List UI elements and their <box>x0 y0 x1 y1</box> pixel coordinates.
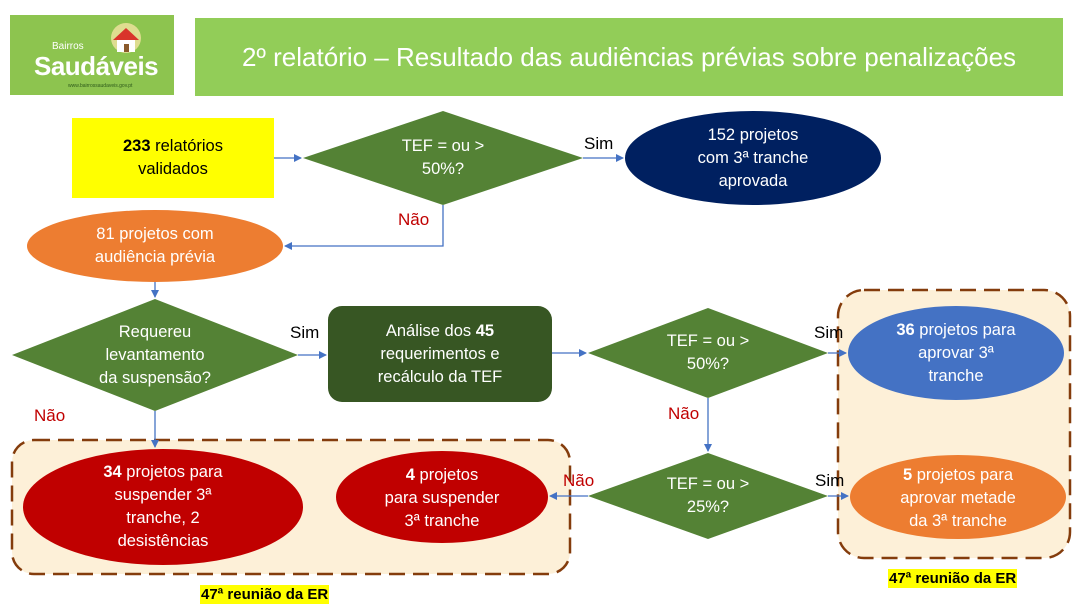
logo-url-text: www.bairrossaudaveis.gov.pt <box>68 83 133 89</box>
decision-request-diamond <box>12 299 298 411</box>
approved-152-ellipse <box>625 111 881 205</box>
suspend-34-line2: suspender 3ª <box>114 486 212 504</box>
edge-label-sim-top: Sim <box>584 134 614 153</box>
suspend-34-line1: projetos para <box>121 463 223 481</box>
edge-label-nao-bottom: Não <box>563 471 595 490</box>
decision-request-line1: Requereu <box>118 322 192 341</box>
validated-text: relatórios <box>150 137 223 155</box>
meeting-label-left: 47ª reunião da ER <box>200 585 330 604</box>
decision-2-line2: 50%? <box>686 355 730 373</box>
edge-label-sim-right: Sim <box>814 323 844 342</box>
approve-36-line2: aprovar 3ª <box>918 343 994 362</box>
approve-5-count: 5 <box>902 465 913 484</box>
approve-5-line3: da 3ª tranche <box>909 511 1007 530</box>
validated-box <box>72 118 274 198</box>
decision-2-text: TEF = ou > 50%? <box>638 325 778 381</box>
suspend-4-line1: projetos <box>414 465 479 484</box>
edge-label-nao-left: Não <box>34 406 66 425</box>
decision-1-diamond <box>303 111 583 205</box>
suspend-4-ellipse <box>336 451 548 543</box>
suspend-4-text: 4 projetos para suspender 3ª tranche <box>348 458 536 538</box>
hearing-81-text: 81 projetos com audiência prévia <box>40 218 270 274</box>
analysis-text: Análise dos 45 requerimentos e recálculo d… <box>328 306 552 402</box>
analysis-line3: recálculo da TEF <box>377 367 503 386</box>
logo-small-text: Bairros <box>52 41 84 52</box>
suspend-34-text: 34 projetos para suspender 3ª tranche, 2 de… <box>40 456 286 558</box>
approve-5-text: 5 projetos para aprovar metade da 3ª tranc… <box>862 458 1054 538</box>
approve-36-ellipse <box>848 306 1064 400</box>
decision-3-text: TEF = ou > 25%? <box>638 468 778 524</box>
hearing-81-line1: 81 projetos com <box>96 225 214 243</box>
suspend-4-count: 4 <box>405 465 415 484</box>
decision-3-line1: TEF = ou > <box>666 475 750 493</box>
decision-request-line2: levantamento <box>105 345 205 364</box>
decision-1-line2: 50%? <box>421 160 465 178</box>
approved-152-line2: com 3ª tranche <box>697 148 809 167</box>
approve-5-line1: projetos para <box>912 465 1014 484</box>
validated-reports-node: 233 relatórios validados <box>72 118 274 198</box>
decision-request-line3: da suspensão? <box>99 368 211 387</box>
decision-3-line2: 25%? <box>686 498 730 516</box>
edge-label-sim-bottom: Sim <box>815 471 845 490</box>
arrow-decision1-nao <box>284 205 444 250</box>
house-icon <box>111 23 141 53</box>
page-title: 2º relatório – Resultado das audiências … <box>241 41 1017 72</box>
suspend-4-line3: 3ª tranche <box>404 511 480 530</box>
validated-count: 233 <box>123 137 151 155</box>
approve-36-text: 36 projetos para aprovar 3ª tranche <box>860 312 1052 394</box>
suspend-34-line4: desistências <box>117 532 209 550</box>
analysis-line2: requerimentos e <box>380 344 500 363</box>
analysis-count: 45 <box>475 321 495 340</box>
approve-5-line2: aprovar metade <box>900 488 1016 507</box>
approved-152-line1: 152 projetos <box>707 125 799 144</box>
edge-label-sim-mid: Sim <box>290 323 320 342</box>
decision-3-diamond <box>588 453 828 539</box>
analysis-line1: Análise dos <box>385 321 476 340</box>
hearing-81-ellipse <box>27 210 283 282</box>
suspend-34-ellipse <box>23 449 303 565</box>
approve-36-line3: tranche <box>928 366 984 385</box>
approved-152-line3: aprovada <box>718 171 788 190</box>
suspend-34-line3: tranche, 2 <box>126 509 200 527</box>
approve-36-line1: projetos para <box>914 320 1016 339</box>
suspend-34-count: 34 <box>103 463 122 481</box>
decision-2-diamond <box>588 308 828 398</box>
decision-request-text: Requereu levantamento da suspensão? <box>70 318 240 392</box>
approved-152-text: 152 projetos com 3ª tranche aprovada <box>640 115 866 201</box>
decision-2-line1: TEF = ou > <box>666 332 750 350</box>
decision-1-line1: TEF = ou > <box>401 137 485 155</box>
title-bar: 2º relatório – Resultado das audiências … <box>195 18 1063 96</box>
validated-text-2: validados <box>138 160 208 178</box>
logo: Bairros Saudáveis www.bairrossaudaveis.g… <box>10 15 174 95</box>
logo-main-text: Saudáveis <box>34 51 159 81</box>
hearing-81-line2: audiência prévia <box>94 248 216 266</box>
meeting-label-right: 47ª reunião da ER <box>888 569 1018 588</box>
suspend-4-line2: para suspender <box>384 488 500 507</box>
analysis-box <box>328 306 552 402</box>
decision-1-text: TEF = ou > 50%? <box>363 128 523 188</box>
edge-label-nao-top: Não <box>398 210 430 229</box>
approve-5-ellipse <box>850 455 1066 539</box>
approve-36-count: 36 <box>896 320 915 339</box>
edge-label-nao-mid: Não <box>668 404 700 423</box>
